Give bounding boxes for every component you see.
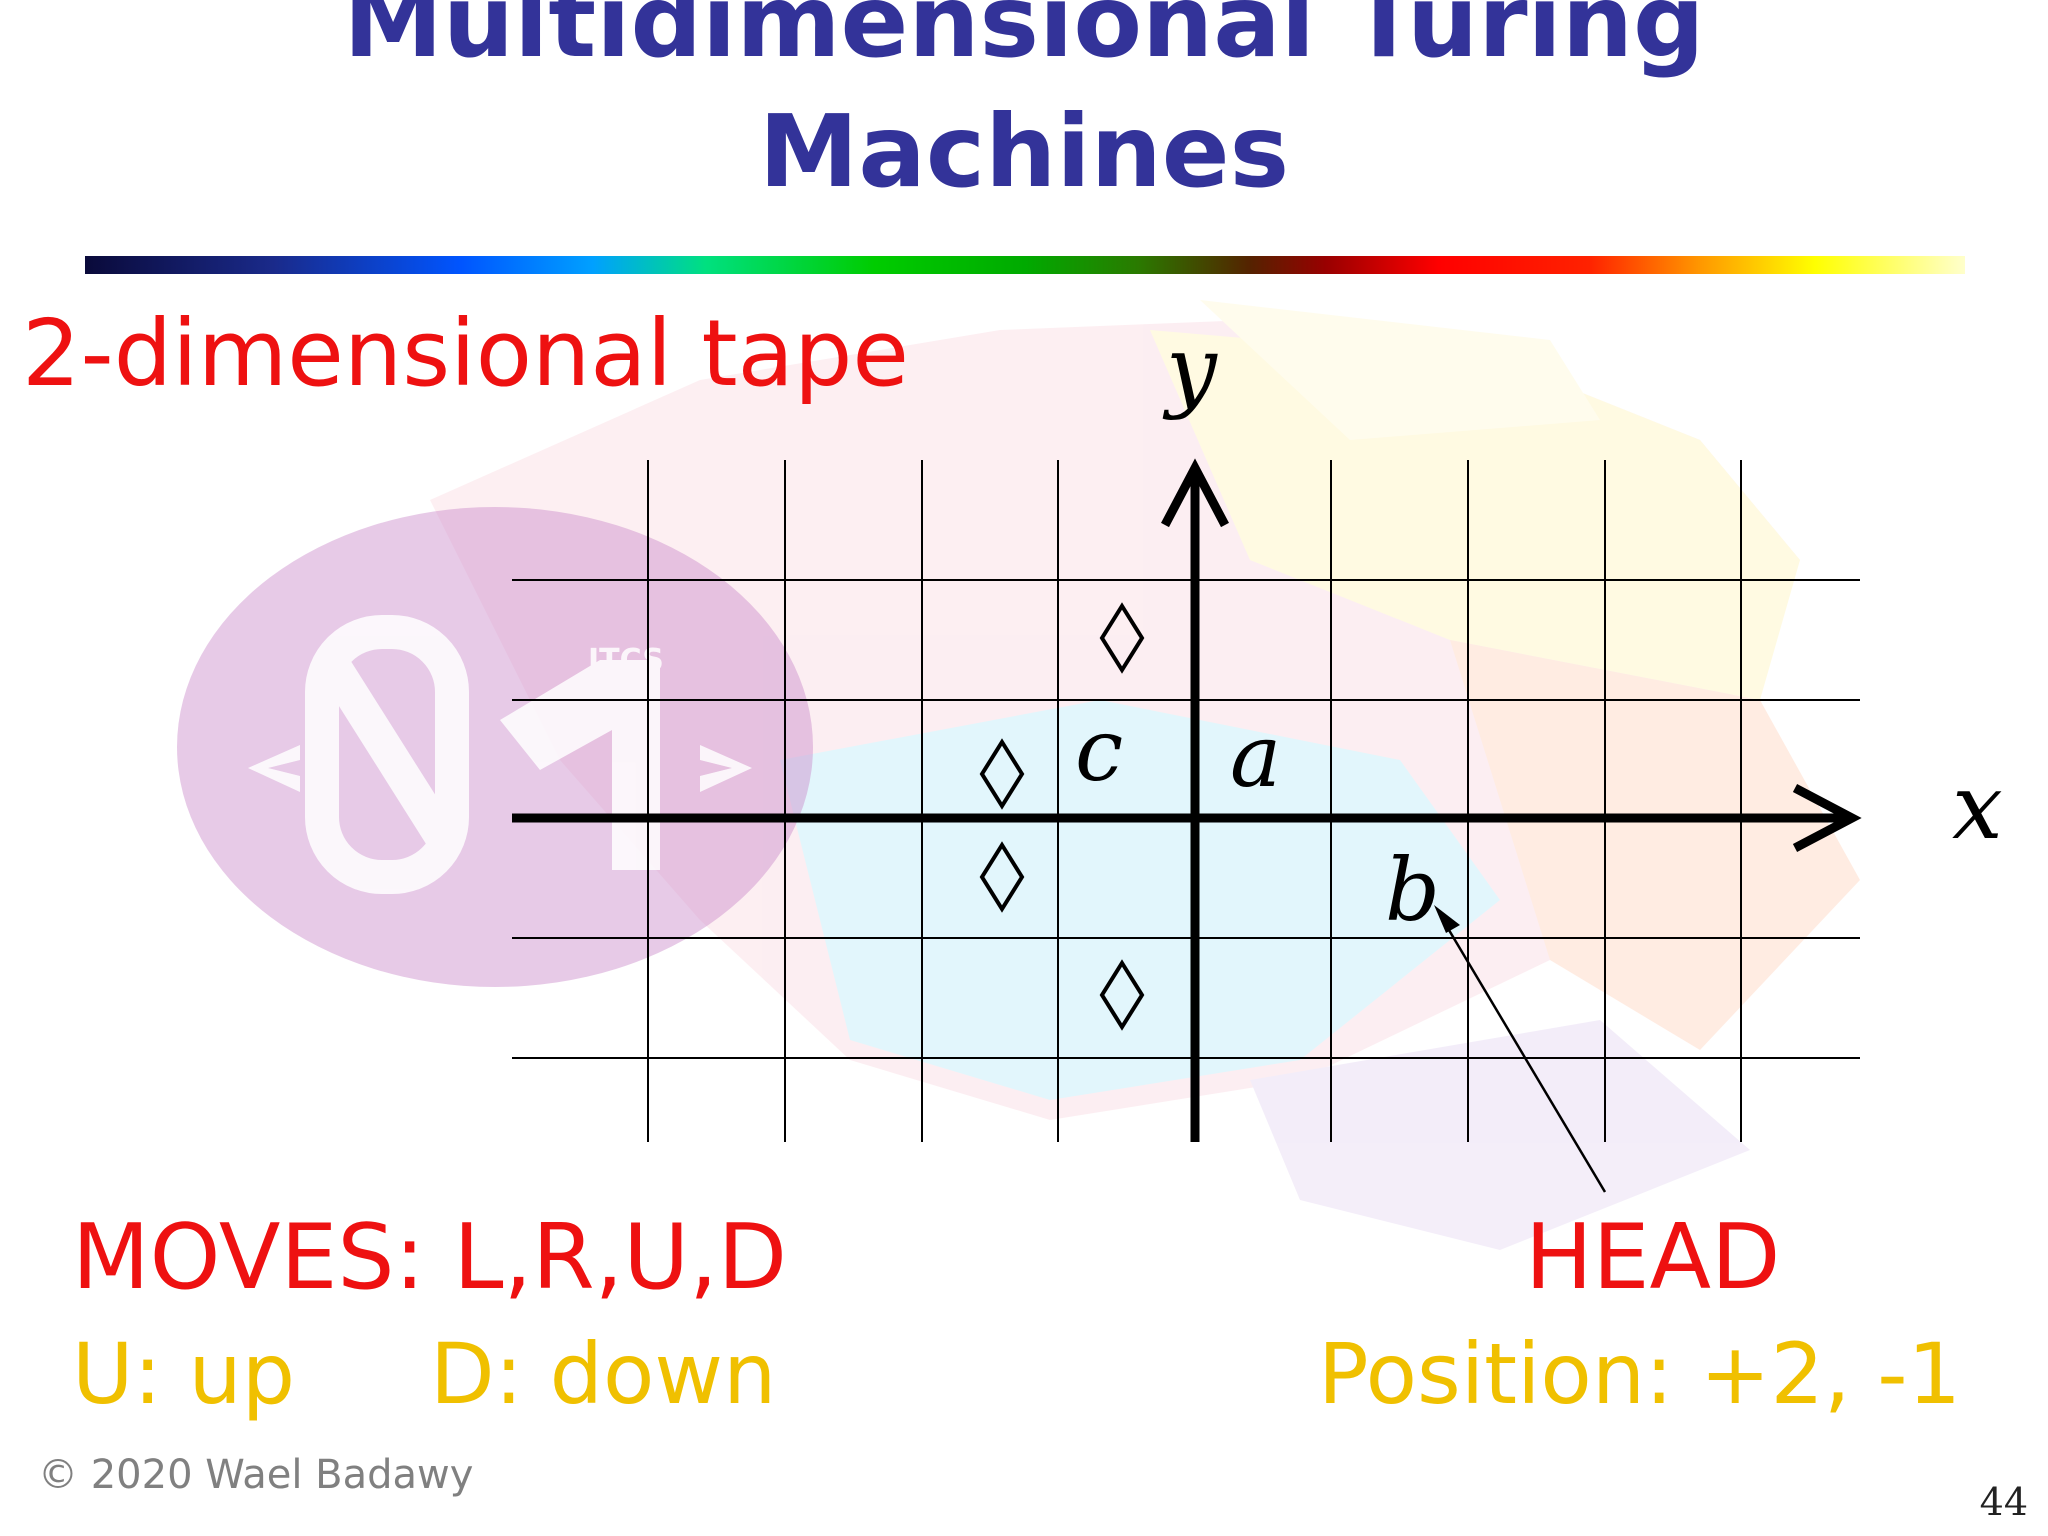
copyright-text: © 2020 Wael Badawy [38, 1452, 474, 1498]
moves-label: MOVES: L,R,U,D [72, 1205, 788, 1310]
blank-symbol [1099, 959, 1145, 1031]
blank-symbol [1099, 602, 1145, 674]
blank-symbol [979, 738, 1025, 810]
cell-symbol-a: a [1230, 707, 1281, 807]
cell-symbol-b: b [1385, 841, 1440, 941]
head-label: HEAD [1525, 1205, 1781, 1310]
y-axis [1161, 458, 1229, 1142]
down-label: D: down [430, 1325, 777, 1423]
slide-title-line-1: Multidimensional Turing [343, 0, 1705, 80]
watermark-text: ITCS [588, 643, 664, 678]
x-axis [512, 784, 1862, 852]
up-label: U: up [72, 1325, 296, 1423]
x-axis-label: x [1952, 755, 2003, 860]
blank-symbol [979, 841, 1025, 913]
grid-lines [512, 460, 1860, 1142]
cell-symbol-c: c [1075, 701, 1123, 801]
blank-symbols [979, 602, 1145, 1031]
tape-heading: 2-dimensional tape [22, 300, 909, 407]
head-pointer-arrow [1434, 905, 1607, 1193]
head-position-label: Position: +2, -1 [1318, 1325, 1962, 1423]
y-axis-label: y [1162, 317, 1218, 422]
page-number: 44 [1979, 1480, 2028, 1524]
rainbow-divider [85, 256, 1965, 274]
slide-title-line-2: Machines [758, 93, 1290, 210]
